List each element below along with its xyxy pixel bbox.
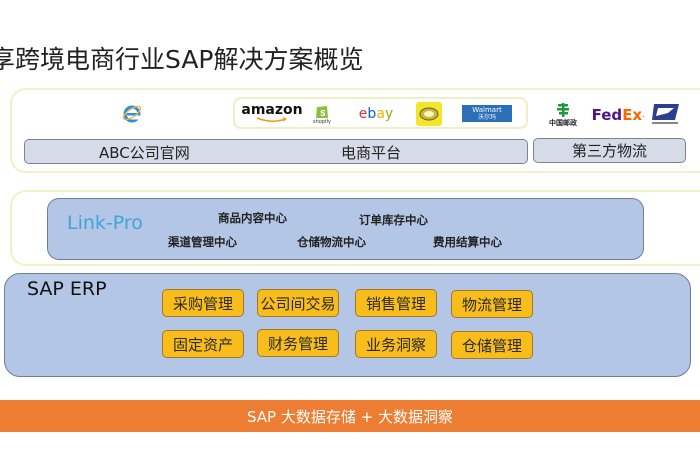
- center-product-content: 商品内容中心: [218, 211, 287, 225]
- module-logistics[interactable]: 物流管理: [451, 290, 533, 318]
- ecommerce-platform-label: 电商平台: [341, 144, 402, 162]
- page-title: 享跨境电商行业SAP解决方案概览: [0, 45, 364, 74]
- usps-logo: [648, 101, 682, 127]
- svg-text:S: S: [320, 109, 326, 118]
- center-warehouse-logistics: 仓储物流中心: [297, 235, 366, 249]
- internet-explorer-icon: [120, 101, 144, 125]
- module-sales[interactable]: 销售管理: [355, 289, 437, 317]
- linkpro-box: Link-Pro 商品内容中心 订单库存中心 渠道管理中心 仓储物流中心 费用结…: [47, 198, 644, 260]
- china-post-logo: 中国邮政: [545, 100, 581, 130]
- module-procurement[interactable]: 采购管理: [162, 289, 244, 317]
- shopify-logo: S shopify: [311, 101, 333, 127]
- web-channel-label: ABC公司官网: [99, 144, 190, 162]
- center-expense-settlement: 费用结算中心: [433, 235, 502, 249]
- center-order-inventory: 订单库存中心: [359, 213, 428, 227]
- logistics-bar: 第三方物流: [533, 138, 686, 163]
- big-data-bar: SAP 大数据存储 + 大数据洞察: [0, 400, 700, 432]
- marketplace-logo: [416, 102, 442, 126]
- sap-erp-box: SAP ERP: [4, 273, 691, 377]
- module-warehouse[interactable]: 仓储管理: [451, 331, 533, 359]
- center-channel-management: 渠道管理中心: [168, 235, 237, 249]
- module-fixed-assets[interactable]: 固定资产: [162, 330, 244, 358]
- module-finance[interactable]: 财务管理: [257, 329, 339, 357]
- walmart-logo: Walmart 沃尔玛: [462, 105, 512, 122]
- module-intercompany[interactable]: 公司间交易: [257, 289, 339, 317]
- erp-title: SAP ERP: [27, 278, 107, 300]
- amazon-logo: amazon: [241, 102, 303, 124]
- big-data-label: SAP 大数据存储 + 大数据洞察: [247, 407, 453, 426]
- channels-bar: ABC公司官网 电商平台: [24, 139, 528, 164]
- linkpro-title: Link-Pro: [67, 212, 143, 234]
- logistics-label: 第三方物流: [571, 142, 647, 160]
- module-business-insight[interactable]: 业务洞察: [355, 330, 437, 358]
